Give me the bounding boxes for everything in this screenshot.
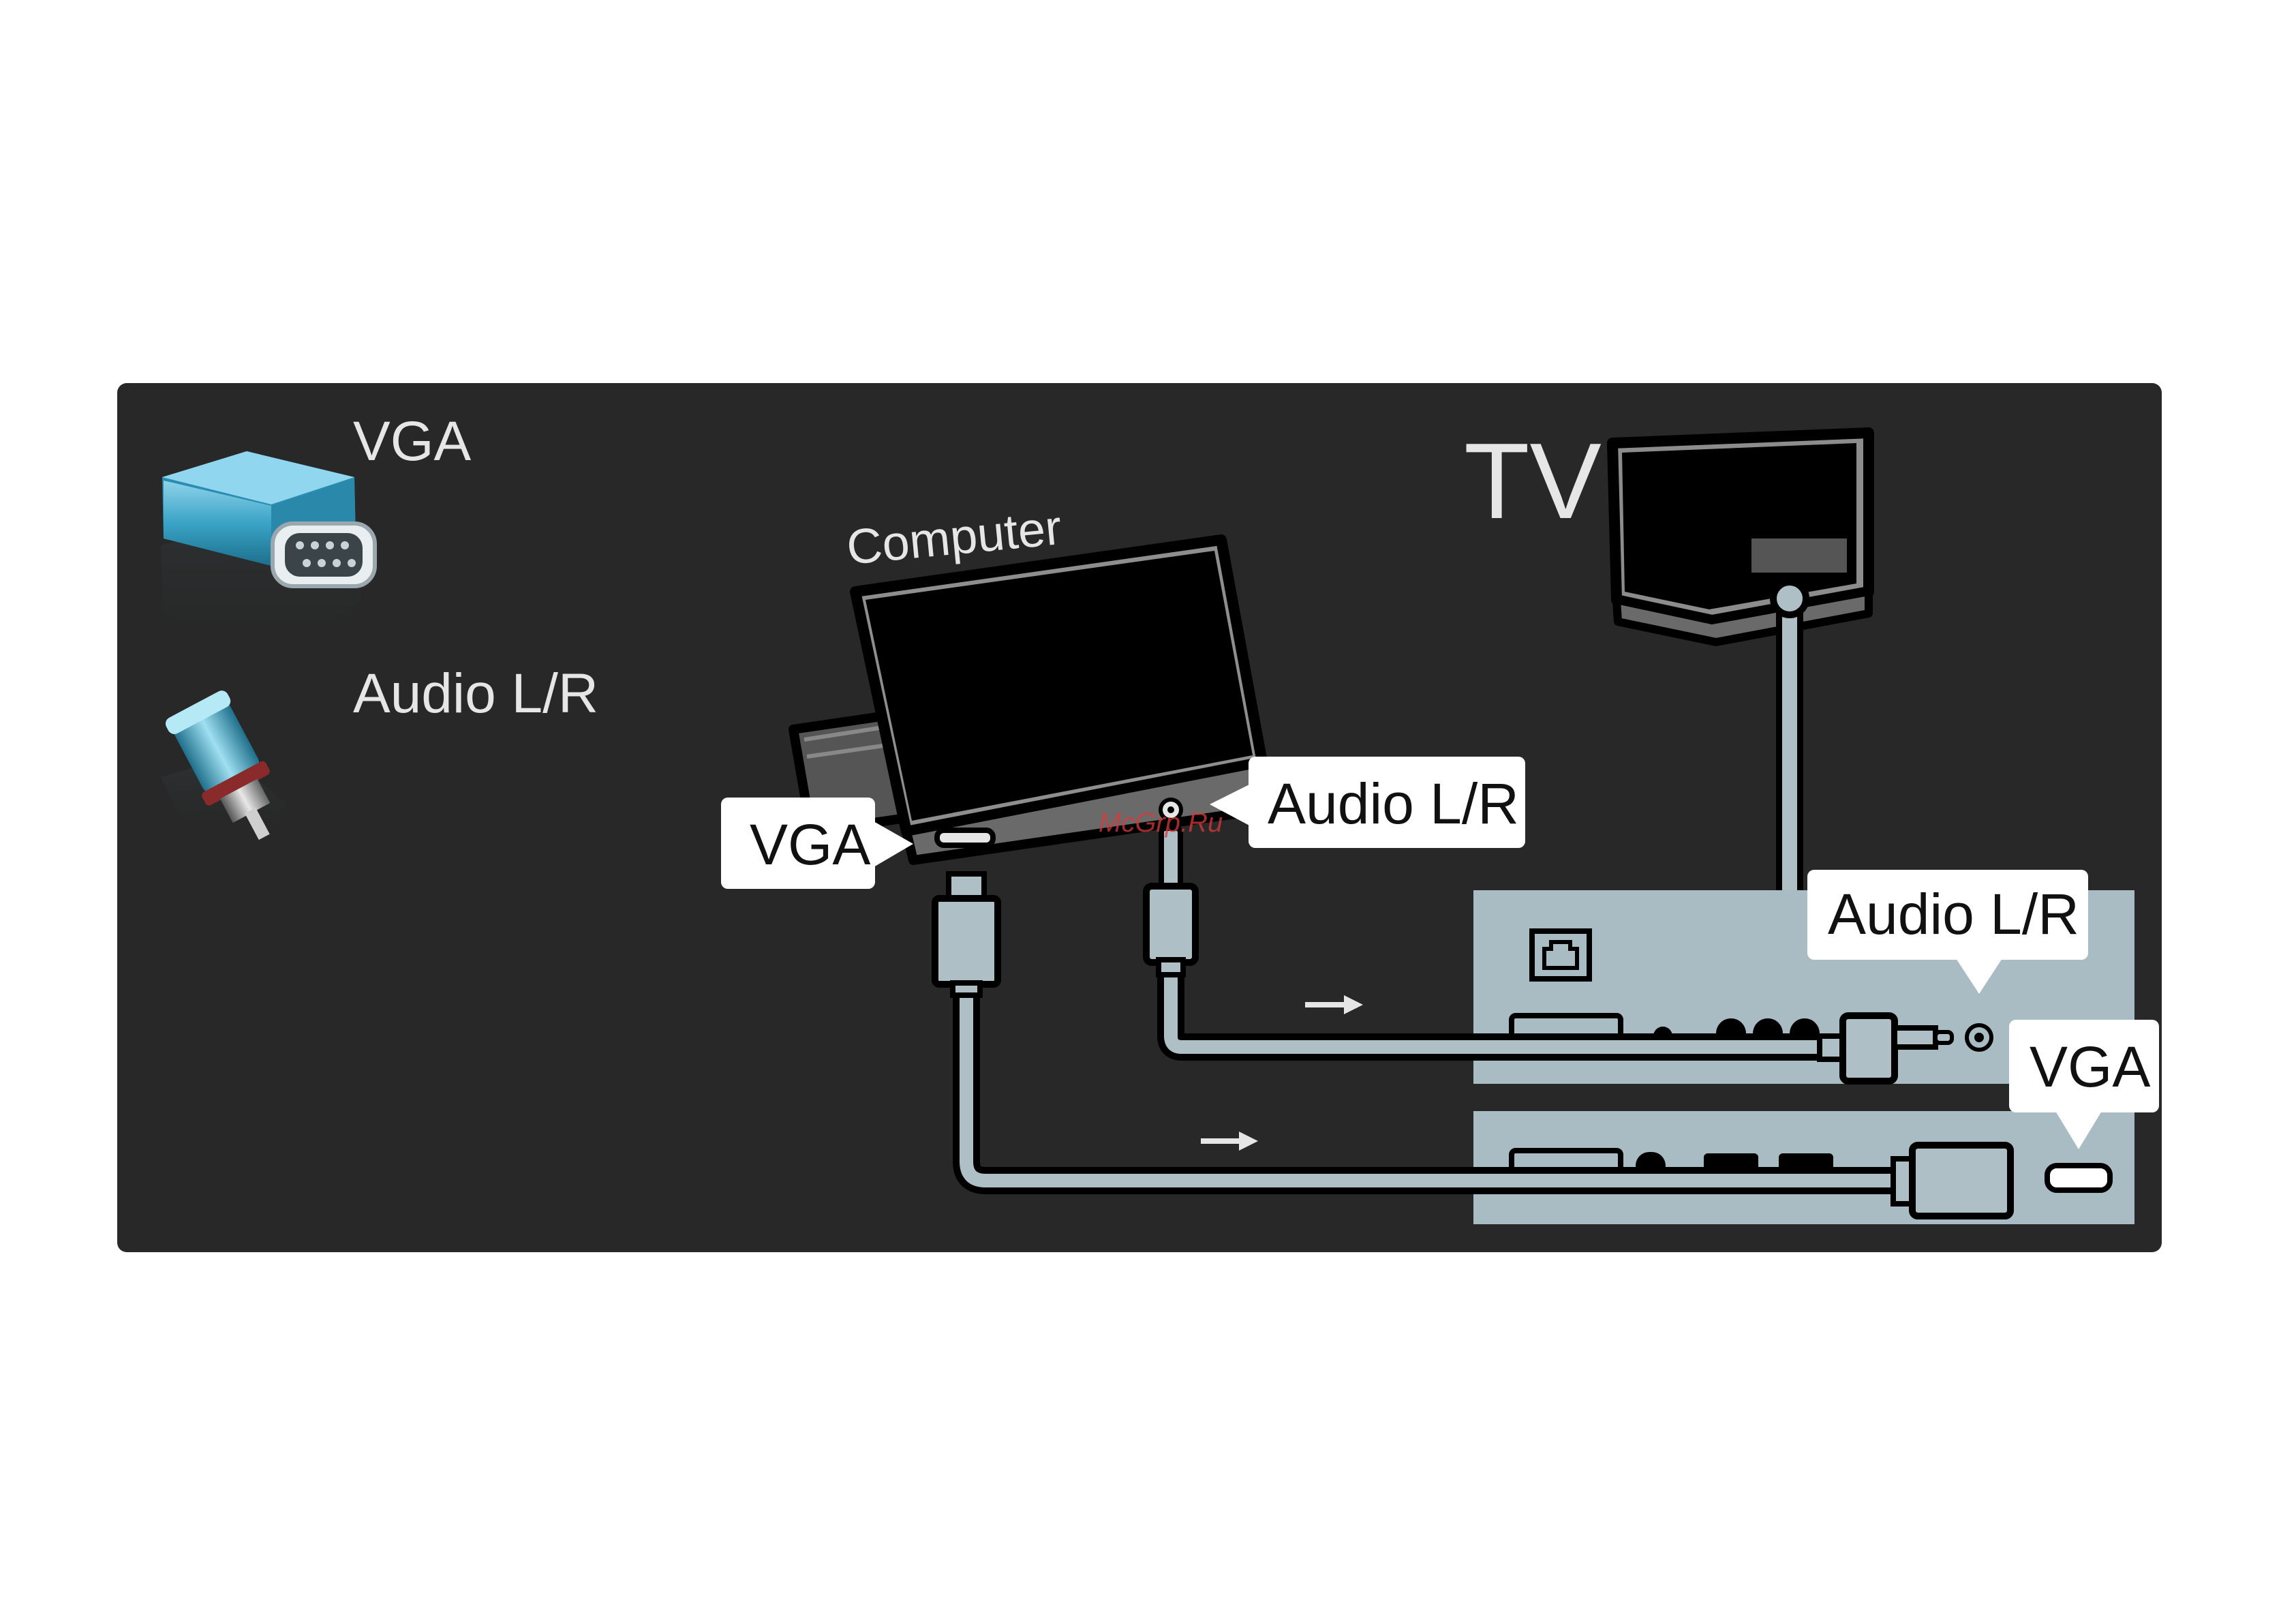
computer-audio-callout: Audio L/R [1210, 757, 1525, 848]
svg-text:Audio L/R: Audio L/R [1268, 772, 1519, 836]
watermark: McGrp.Ru [1099, 808, 1223, 838]
legend-audio-label: Audio L/R [353, 663, 598, 725]
svg-text:VGA: VGA [2030, 1035, 2150, 1099]
svg-text:VGA: VGA [750, 813, 870, 877]
svg-text:Audio L/R: Audio L/R [1828, 882, 2079, 946]
legend-vga-label: VGA [353, 410, 471, 472]
tv-title: TV [1464, 421, 1602, 541]
